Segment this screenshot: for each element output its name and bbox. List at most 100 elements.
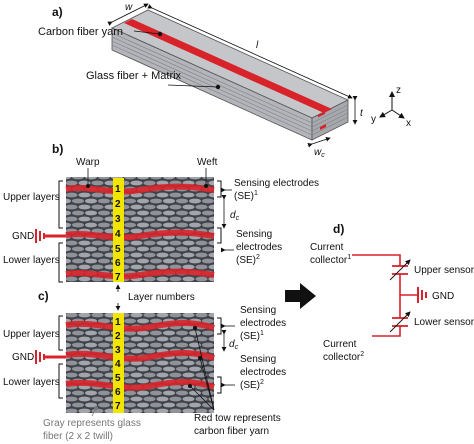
carbon-leader-dot bbox=[157, 31, 163, 37]
gnd-symbol-b bbox=[35, 229, 66, 243]
layer-bar-c bbox=[113, 313, 124, 413]
gnd-label-d: GND bbox=[432, 291, 454, 302]
dim-t-label: t bbox=[360, 108, 364, 119]
upper-layers-label-b: Upper layers bbox=[3, 192, 60, 203]
se1-bracket-c bbox=[217, 317, 222, 335]
gray-note-1: Gray represents glass bbox=[43, 418, 141, 429]
capacitor-lower-variable bbox=[389, 311, 411, 333]
axis-z-label: z bbox=[396, 85, 401, 96]
carbon-yarn-end-1 bbox=[318, 111, 325, 118]
axis-y-label: y bbox=[371, 114, 376, 125]
carbon-fiber-yarn-label: Carbon fiber yarn bbox=[38, 26, 123, 38]
carbon-tow-b-7 bbox=[65, 268, 215, 280]
se1-bracket-b bbox=[217, 180, 222, 198]
upper-sensor-label: Upper sensor bbox=[414, 265, 474, 276]
layer-numbers-c: 1 2 3 4 5 6 7 bbox=[115, 317, 121, 412]
panel-b-label: b) bbox=[52, 142, 63, 156]
dim-w-label: w bbox=[125, 2, 133, 13]
layer-b-3: 3 bbox=[115, 214, 121, 225]
cc2-label-1: Current bbox=[323, 339, 357, 350]
carbon-tow-c-4 bbox=[65, 349, 215, 362]
carbon-tow-c-6 bbox=[65, 378, 215, 391]
layer-c-1: 1 bbox=[115, 317, 121, 328]
lower-layers-bracket-b bbox=[58, 242, 63, 283]
glass-leader bbox=[167, 84, 219, 88]
panel-d: d) Current collector1 Current collector2 bbox=[310, 222, 474, 363]
red-tow-dot-3 bbox=[188, 384, 192, 388]
se1-label-b-2: (SE)1 bbox=[234, 190, 258, 202]
cc1-label-1: Current bbox=[310, 242, 344, 253]
upper-layers-bracket-b bbox=[58, 180, 63, 229]
warp-label: Warp bbox=[76, 157, 100, 168]
red-tow-note-2: carbon fiber yarn bbox=[194, 426, 269, 437]
layer-c-3: 3 bbox=[115, 345, 121, 356]
se2-bracket-c bbox=[217, 376, 222, 394]
carbon-yarn-end-2 bbox=[320, 124, 326, 130]
carbon-leader bbox=[133, 30, 161, 35]
se1-label-b-1: Sensing electrodes bbox=[234, 178, 319, 189]
red-tow-dot-1 bbox=[193, 326, 197, 330]
dc-label-b: dc bbox=[230, 210, 240, 222]
se2-label-c-3: (SE)2 bbox=[240, 379, 264, 391]
cc2-label-2: collector2 bbox=[323, 351, 364, 363]
upper-layers-label-c: Upper layers bbox=[3, 329, 60, 340]
axis-x-label: x bbox=[406, 118, 411, 129]
lower-layers-label-b: Lower layers bbox=[3, 255, 60, 266]
big-arrow bbox=[285, 283, 316, 309]
lower-layers-label-c: Lower layers bbox=[3, 377, 60, 388]
layer-b-5: 5 bbox=[115, 244, 121, 255]
panel-a: a) w l t wc bbox=[38, 2, 411, 159]
se2-bracket-b bbox=[217, 227, 222, 244]
se2-label-c-2: electrodes bbox=[240, 367, 286, 378]
layer-numbers-b: 1 2 3 4 5 6 7 bbox=[115, 184, 121, 283]
red-tow-leaders bbox=[189, 327, 215, 411]
layer-b-7: 7 bbox=[115, 272, 121, 283]
layer-b-1: 1 bbox=[115, 184, 121, 195]
gray-note-2: fiber (2 x 2 twill) bbox=[43, 431, 113, 442]
lower-sensor-label: Lower sensor bbox=[414, 317, 474, 328]
layer-b-6: 6 bbox=[115, 258, 121, 269]
panel-b: b) Warp Weft 1 2 3 4 5 6 7 Upper layers … bbox=[3, 142, 319, 283]
axis-triad bbox=[379, 91, 405, 119]
circuit-wires bbox=[352, 254, 418, 337]
capacitor-upper-variable bbox=[389, 259, 411, 281]
layer-c-5: 5 bbox=[115, 373, 121, 384]
layer-bar-b bbox=[113, 178, 124, 282]
se1-label-c-3: (SE)1 bbox=[240, 330, 264, 342]
layer-b-4: 4 bbox=[115, 229, 121, 240]
red-tow-note-1: Red tow represents bbox=[194, 413, 281, 424]
cc1-label-2: collector1 bbox=[310, 254, 351, 266]
capacitor-lower bbox=[392, 317, 408, 327]
layer-c-7: 7 bbox=[115, 401, 121, 412]
panel-c: c) 1 2 3 4 5 6 7 Upper layers Lower laye… bbox=[3, 289, 286, 442]
gnd-label-b: GND bbox=[12, 231, 34, 242]
warp-leader-dot bbox=[86, 184, 90, 188]
beam-end-face bbox=[311, 99, 349, 141]
gnd-symbol-c bbox=[35, 350, 66, 364]
capacitor-upper bbox=[392, 265, 408, 275]
se2-label-b-1: Sensing bbox=[236, 229, 272, 240]
carbon-tow-b-1 bbox=[65, 183, 215, 195]
gnd-symbol-d bbox=[417, 287, 427, 303]
weave-block-b bbox=[66, 177, 214, 282]
layer-c-2: 2 bbox=[115, 331, 121, 342]
se2-label-b-2: electrodes bbox=[236, 242, 282, 253]
panel-a-label: a) bbox=[52, 5, 63, 19]
se1-label-c-1: Sensing bbox=[240, 305, 276, 316]
dim-wc-label: wc bbox=[314, 147, 325, 159]
layer-c-6: 6 bbox=[115, 387, 121, 398]
dim-wc-arrow bbox=[307, 136, 331, 148]
lower-layers-bracket-c bbox=[58, 363, 63, 399]
dc-label-c: dc bbox=[229, 339, 239, 351]
dim-l-arrow bbox=[147, 4, 353, 99]
se2-label-b-3: (SE)2 bbox=[236, 254, 260, 266]
upper-layers-bracket-c bbox=[58, 315, 63, 351]
weft-label: Weft bbox=[197, 157, 218, 168]
layer-numbers-label: Layer numbers bbox=[128, 292, 195, 303]
gnd-label-c: GND bbox=[12, 352, 34, 363]
glass-leader-dot bbox=[215, 84, 221, 90]
dim-w-arrow bbox=[107, 3, 149, 26]
panel-d-label: d) bbox=[333, 222, 344, 236]
red-tow-dot-2 bbox=[198, 356, 202, 360]
